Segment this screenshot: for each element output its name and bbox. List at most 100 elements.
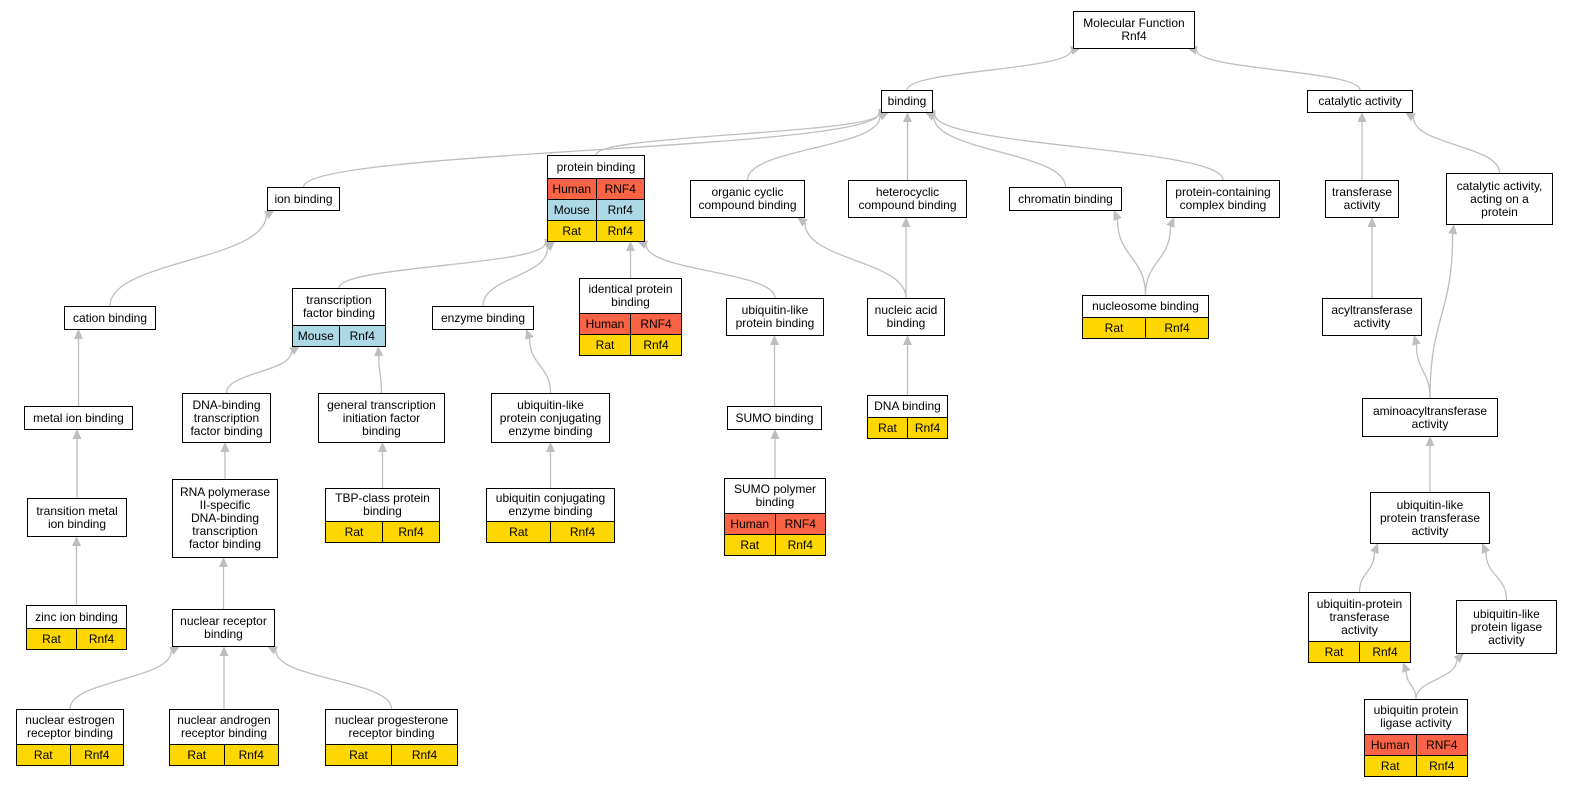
gene-cell: Rnf4 (76, 629, 126, 649)
go-term-label: TBP-class protein binding (335, 491, 430, 518)
edge-line (746, 116, 881, 181)
go-term-catprot: catalytic activity, acting on a protein (1446, 173, 1553, 225)
edge-nucleosome-to-chromatin (1113, 210, 1147, 296)
edge-arrowhead (219, 557, 228, 567)
go-term-label: heterocyclic compound binding (858, 185, 957, 212)
edge-arrowhead (1357, 112, 1367, 122)
edge-zinc-to-transition (72, 536, 81, 605)
go-term-label: ubiquitin-like protein transferase activ… (1379, 497, 1481, 538)
go-term-label: SUMO polymer binding (733, 482, 816, 509)
species-cell: Rat (42, 632, 61, 646)
gene-cell: Rnf4 (595, 221, 645, 241)
edge-androgen-to-nuclrec (219, 646, 229, 709)
go-term-label: ubiquitin-protein transferase activity (1316, 596, 1403, 637)
gene-cell: Rnf4 (69, 745, 124, 765)
edge-estrogen-to-nuclrec (69, 646, 180, 710)
edge-line (804, 222, 907, 299)
edge-transferase-to-catalytic (1357, 112, 1367, 181)
edge-aminoacyl-to-catprot (1429, 224, 1458, 399)
edge-arrowhead (1448, 224, 1458, 235)
edge-line (1429, 233, 1454, 399)
edge-nucleic-to-hetero (901, 217, 911, 298)
edge-line (1358, 552, 1376, 593)
go-term-label: protein binding (556, 159, 636, 174)
edge-arrowhead (797, 217, 808, 227)
edge-metal-to-cation (74, 329, 83, 406)
species-cell: Rat (509, 525, 528, 539)
go-term-label: ubiquitin-like protein ligase activity (1470, 606, 1543, 647)
go-term-label: ion binding (274, 191, 333, 206)
annotation-row-rat: Rat Rnf4 (27, 628, 126, 649)
gene-cell: Rnf4 (550, 522, 614, 542)
go-term-label: DNA-binding transcription factor binding (190, 397, 263, 438)
edge-line (109, 215, 268, 307)
go-term-label: ubiquitin-like protein conjugating enzym… (499, 397, 602, 438)
edge-hetero-to-binding (903, 112, 912, 180)
edge-identical-to-protein (626, 241, 635, 278)
gene-cell: Rnf4 (382, 522, 439, 542)
go-term-label: nuclear receptor binding (180, 614, 267, 641)
edge-arrowhead (72, 429, 82, 439)
edge-nucleosome-to-complex (1144, 217, 1175, 296)
go-term-label: nucleosome binding (1092, 299, 1199, 313)
edge-arrowhead (903, 112, 912, 122)
go-term-transition: transition metal ion binding (27, 498, 127, 537)
species-cell: Rat (1380, 759, 1400, 773)
edge-gtif-to-tfbinding (374, 346, 384, 394)
go-term-label: acyltransferase activity (1331, 303, 1413, 330)
go-term-label: aminoacyltransferase activity (1372, 403, 1488, 431)
go-term-nuclrec: nuclear receptor binding (172, 609, 275, 647)
edge-line (906, 50, 1072, 91)
species-cell: Human (1370, 738, 1410, 752)
go-term-ubllig: ubiquitin-like protein ligase activity (1456, 600, 1557, 654)
edge-line (1412, 117, 1501, 174)
edge-arrowhead (1113, 210, 1122, 221)
edge-aminoacyl-to-acyl (1412, 335, 1431, 399)
edge-tbp-to-gtif (378, 442, 387, 489)
edge-organic-to-binding (746, 112, 889, 181)
go-term-nucleic: nucleic acid binding (867, 298, 945, 336)
go-term-label: enzyme binding (440, 310, 526, 325)
species-cell: Human (552, 182, 592, 196)
edge-arrowhead (637, 240, 648, 249)
go-term-label: nuclear androgen receptor binding (177, 713, 271, 740)
edge-ublconj-to-enzyme (525, 329, 552, 394)
edge-rnapol-to-dnatf (220, 442, 230, 480)
edge-arrowhead (901, 217, 911, 227)
edge-arrowhead (289, 346, 300, 356)
go-term-label: identical protein binding (588, 282, 673, 309)
go-term-label: nuclear progesterone receptor binding (334, 713, 449, 740)
species-cell: Mouse (297, 329, 334, 343)
edge-arrowhead (1425, 436, 1435, 446)
edge-dnatf-to-tfbinding (225, 346, 300, 394)
edge-line (595, 113, 880, 156)
species-cell: Rat (740, 538, 760, 552)
gene-cell: Rnf4 (907, 418, 947, 438)
edge-cation-to-ion (109, 210, 275, 307)
go-term-rnapol: RNA polymerase II-specific DNA-binding t… (172, 479, 278, 558)
go-term-label: RNA polymerase II-specific DNA-binding t… (179, 485, 271, 551)
go-term-label: catalytic activity, acting on a protein (1456, 178, 1543, 219)
gene-cell: RNF4 (774, 514, 826, 534)
species-cell: Rat (344, 525, 364, 539)
gene-cell: Rnf4 (338, 326, 386, 346)
go-term-label: ubiquitin-like protein binding (735, 303, 815, 330)
species-cell: Rat (562, 224, 582, 238)
edge-arrowhead (544, 241, 555, 252)
go-term-ubltrans: ubiquitin-like protein transferase activ… (1370, 492, 1490, 544)
edge-ubligase-to-ubprot (1402, 662, 1417, 700)
species-cell: Rat (33, 748, 53, 762)
